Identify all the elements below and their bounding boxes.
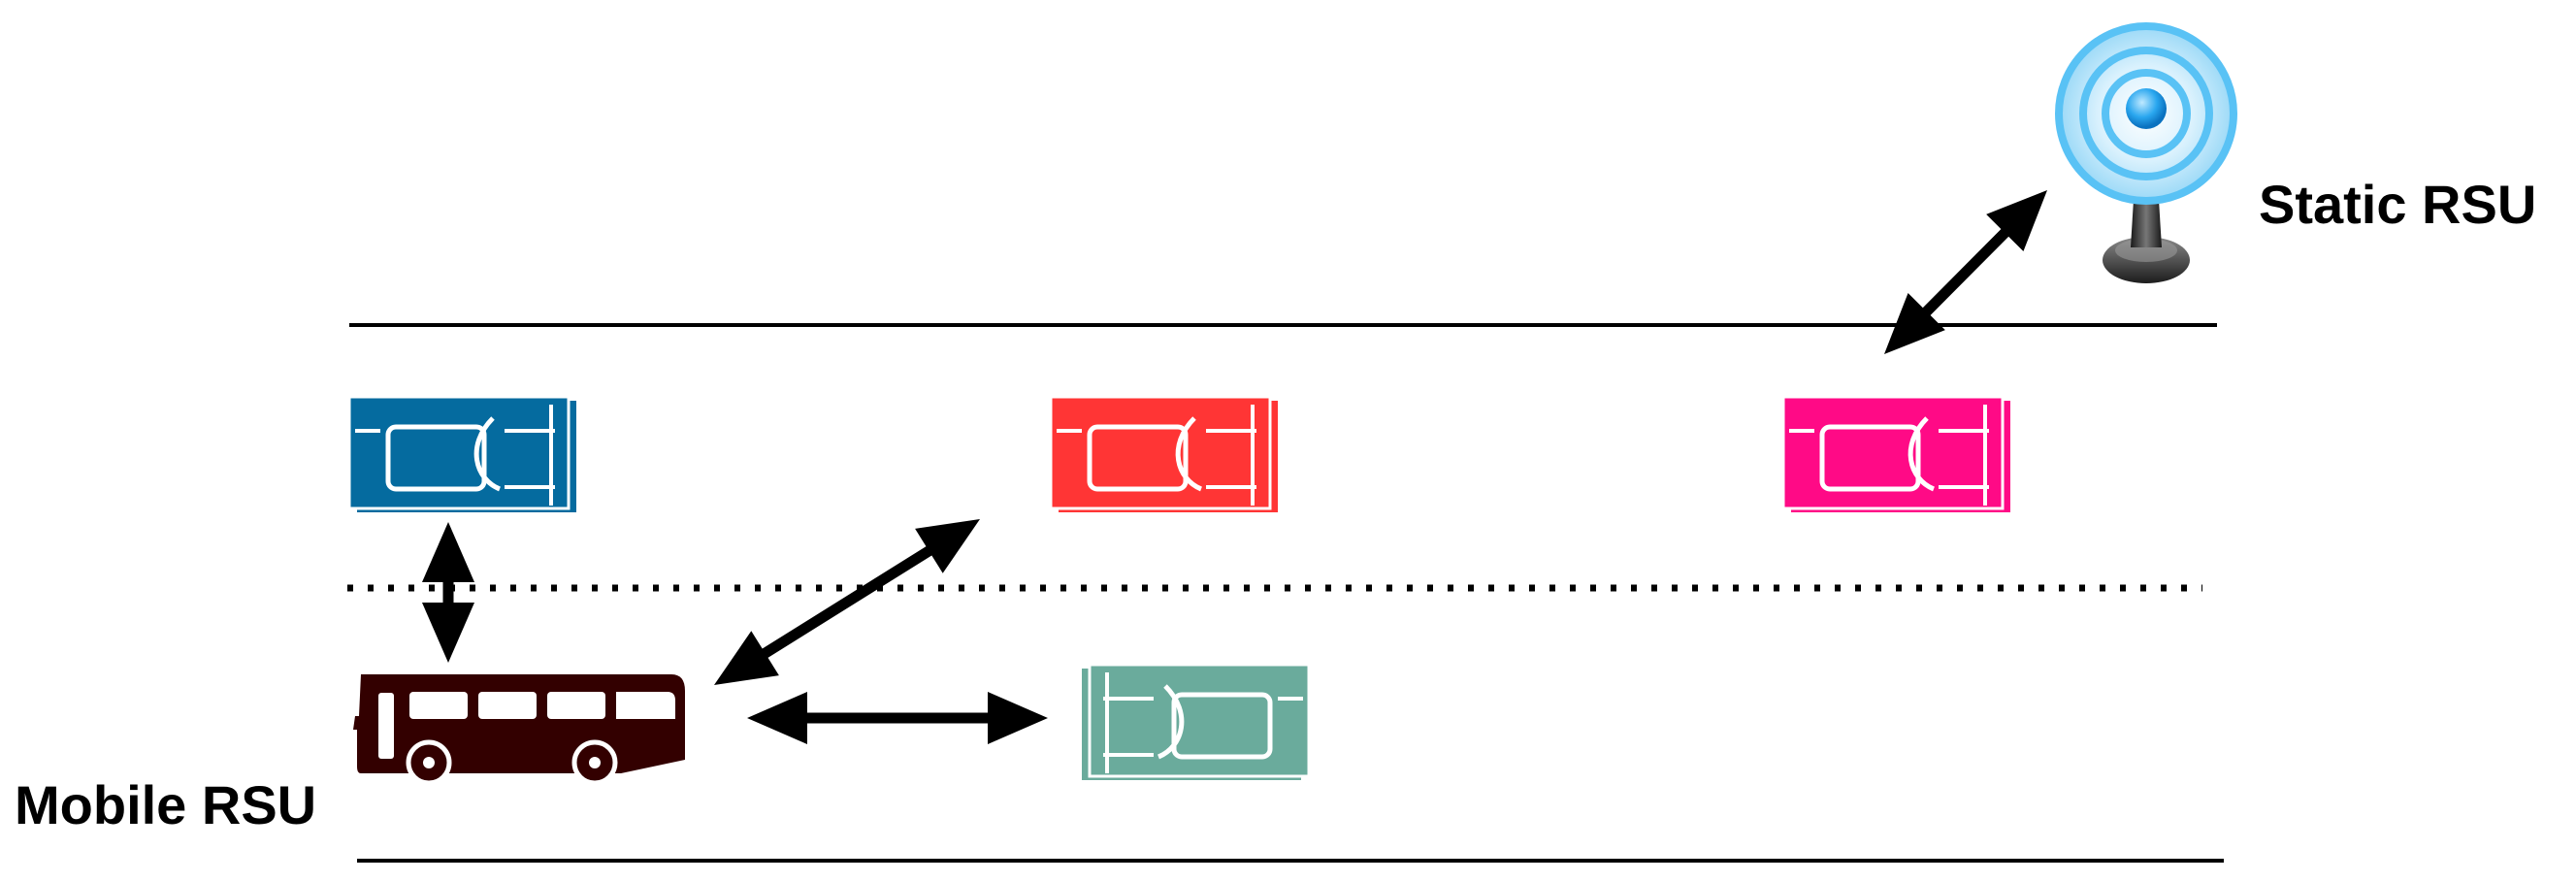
mobile-rsu-label: Mobile RSU [15, 774, 317, 835]
car-blue [347, 395, 576, 512]
arrow-head [422, 522, 474, 582]
arrow-head [747, 692, 807, 744]
arrow-head [714, 631, 779, 685]
link-arrows [422, 190, 2047, 744]
static-rsu-label: Static RSU [2259, 174, 2537, 235]
arrow-blue-to-bus [422, 522, 474, 663]
arrow-head [988, 692, 1048, 744]
car-pink [1781, 395, 2010, 512]
bus-icon [353, 674, 685, 786]
arrow-head [422, 603, 474, 663]
double-arrow-icon [759, 544, 935, 660]
arrow-head [915, 519, 980, 573]
arrow-bus-to-red [714, 519, 980, 685]
arrow-pink-to-static-rsu [1884, 190, 2047, 354]
car-green [1082, 663, 1311, 780]
arrow-bus-to-green [747, 692, 1048, 744]
arrow-head [1986, 190, 2047, 252]
antenna-icon [2055, 22, 2237, 283]
arrow-head [1884, 292, 1945, 354]
double-arrow-icon [1919, 226, 2012, 318]
car-red [1049, 395, 1278, 512]
